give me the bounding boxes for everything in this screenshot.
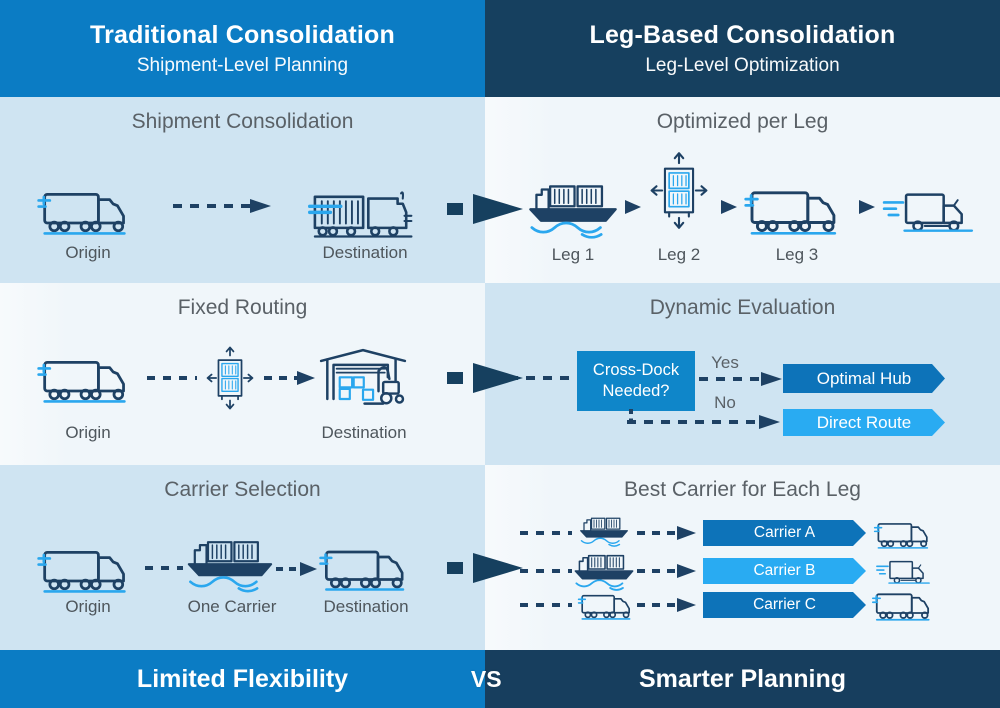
destination-label: Destination (323, 597, 409, 616)
transition-arrow-icon (447, 194, 523, 224)
dashes-icon (520, 531, 572, 535)
leg3-label: Leg 3 (775, 245, 819, 264)
semi-truck-icon (577, 594, 631, 620)
origin-label: Origin (65, 597, 111, 616)
header-legbased: Leg-Based Consolidation Leg-Level Optimi… (485, 0, 1000, 97)
semi-truck-icon (871, 593, 930, 621)
panel-fixed-routing: Fixed Routing Origin Destination (0, 283, 485, 465)
dashed-arrow-icon (637, 564, 696, 578)
dashed-arrow-icon (637, 526, 696, 540)
no-dashed-arrow-icon (627, 415, 780, 429)
box-truck-icon (876, 560, 930, 584)
semi-truck-icon (37, 551, 126, 593)
footer-limited-flexibility: Limited Flexibility (0, 650, 485, 708)
semi-truck-icon (873, 523, 929, 549)
dashed-arrow-icon (173, 199, 271, 213)
panel-title: Dynamic Evaluation (649, 296, 836, 319)
origin-label: Origin (65, 243, 111, 262)
optimal-hub-banner: Optimal Hub (783, 364, 945, 393)
transition-arrow-icon (447, 363, 523, 393)
semi-truck-icon (37, 361, 126, 403)
header-legbased-subtitle: Leg-Level Optimization (645, 54, 840, 76)
cross-dock-crate-icon (650, 152, 708, 229)
panel-title: Best Carrier for Each Leg (624, 478, 861, 501)
dashes-icon (520, 569, 572, 573)
cargo-ship-icon (574, 554, 634, 591)
carrier-a-banner: Carrier A (703, 520, 866, 546)
panel-shipment-consolidation: Shipment Consolidation Origin Destinatio… (0, 97, 485, 283)
dashes-icon (147, 376, 197, 380)
destination-label: Destination (321, 423, 407, 442)
one-carrier-label: One Carrier (187, 597, 277, 616)
panel-dynamic-evaluation: Dynamic Evaluation Cross-Dock Needed? Ye… (485, 283, 1000, 465)
origin-label: Origin (65, 423, 111, 442)
warehouse-forklift-icon (319, 348, 407, 405)
leg2-label: Leg 2 (657, 245, 701, 264)
cross-dock-crate-icon (206, 346, 254, 410)
cargo-ship-icon (528, 185, 618, 239)
cargo-ship-icon (187, 540, 273, 593)
header-traditional-subtitle: Shipment-Level Planning (136, 54, 349, 76)
chevron-arrow-icon (859, 200, 875, 214)
no-connector-icon (629, 409, 633, 421)
semi-truck-icon (744, 191, 837, 235)
panel-title: Shipment Consolidation (131, 110, 354, 133)
footer-vs-label: VS (470, 665, 502, 692)
dashes-icon (145, 566, 183, 570)
panel-optimized-per-leg: Optimized per Leg Leg 1 Leg 2 Leg 3 (485, 97, 1000, 283)
leg1-label: Leg 1 (551, 245, 595, 264)
carrier-c-banner: Carrier C (703, 592, 866, 618)
header-traditional-title: Traditional Consolidation (90, 20, 395, 49)
panel-best-carrier: Best Carrier for Each Leg Carrier A Carr… (485, 465, 1000, 650)
direct-route-banner: Direct Route (783, 409, 945, 436)
semi-truck-icon (37, 193, 126, 235)
dashed-arrow-icon (264, 371, 315, 385)
panel-carrier-selection: Carrier Selection Origin One Carrier Des… (0, 465, 485, 650)
dashed-arrow-icon (637, 598, 696, 612)
no-label: No (714, 393, 736, 412)
chevron-arrow-icon (721, 200, 737, 214)
carrier-b-banner: Carrier B (703, 558, 866, 584)
footer-smarter-planning: Smarter Planning (485, 650, 1000, 708)
header-legbased-title: Leg-Based Consolidation (589, 20, 896, 49)
decision-box: Cross-Dock Needed? (577, 351, 695, 411)
yes-dashed-arrow-icon (699, 372, 782, 386)
panel-title: Carrier Selection (164, 478, 321, 501)
panel-title: Fixed Routing (177, 296, 308, 319)
dashes-icon (492, 376, 570, 380)
dashed-arrow-icon (276, 562, 317, 576)
transition-arrow-icon (447, 553, 523, 583)
dashes-icon (520, 603, 572, 607)
destination-label: Destination (322, 243, 408, 262)
semi-truck-icon (319, 550, 405, 591)
yes-label: Yes (711, 353, 739, 372)
header-traditional: Traditional Consolidation Shipment-Level… (0, 0, 485, 97)
chevron-arrow-icon (625, 200, 641, 214)
panel-title: Optimized per Leg (656, 110, 829, 133)
container-truck-icon (308, 190, 414, 239)
box-truck-icon (882, 193, 974, 232)
cargo-ship-icon (579, 517, 629, 547)
